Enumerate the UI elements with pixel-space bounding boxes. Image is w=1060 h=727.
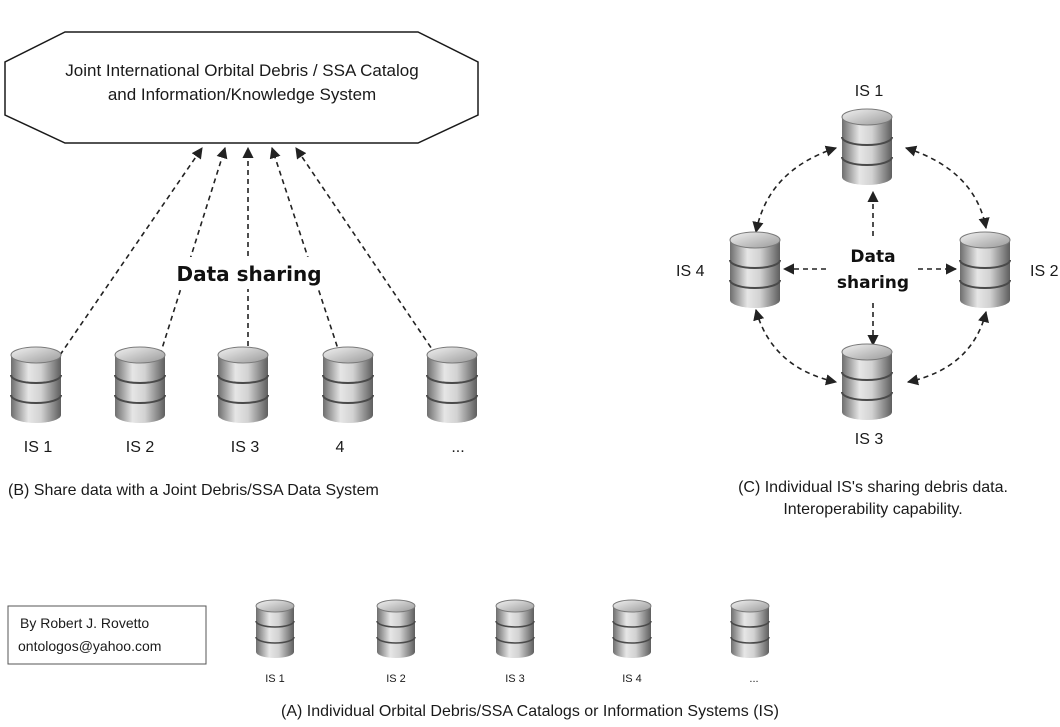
joint-system-title-line2: and Information/Knowledge System [108, 85, 376, 104]
panel-b-db-label-5: ... [451, 439, 464, 456]
panel-b-db-label-3: IS 3 [231, 439, 260, 456]
panel-c-db-4 [729, 231, 781, 309]
panel-c-ring-arrows [752, 145, 990, 386]
panel-c-center-arrows [782, 190, 958, 347]
joint-system-title-line1: Joint International Orbital Debris / SSA… [65, 61, 418, 80]
panel-c-caption-line2: Interoperability capability. [783, 501, 962, 518]
panel-b-db-label-4: 4 [336, 439, 345, 456]
author-box [7, 605, 207, 665]
panel-b-db-3 [217, 346, 269, 424]
panel-c-sharing-line2: sharing [837, 273, 909, 293]
panel-c-db-label-4: IS 4 [676, 263, 705, 280]
panel-c-db-label-1: IS 1 [855, 83, 884, 100]
panel-a-db-label-4: IS 4 [622, 673, 642, 685]
panel-c-db-label-3: IS 3 [855, 431, 884, 448]
author-name: By Robert J. Rovetto [20, 615, 149, 631]
panel-c-db-1 [841, 108, 893, 186]
panel-a-db-label-5: ... [749, 673, 758, 685]
panel-b-db-1 [10, 346, 62, 424]
panel-a-db-3 [495, 599, 535, 659]
panel-a-db-2 [376, 599, 416, 659]
panel-c-sharing-line1: Data [850, 247, 895, 267]
panel-a-db-label-1: IS 1 [265, 673, 285, 685]
panel-b-caption: (B) Share data with a Joint Debris/SSA D… [8, 482, 379, 499]
panel-a-caption: (A) Individual Orbital Debris/SSA Catalo… [281, 703, 779, 720]
panel-b-data-sharing-label: Data sharing [176, 262, 321, 286]
panel-c-db-3 [841, 343, 893, 421]
panel-a-db-1 [255, 599, 295, 659]
author-email: ontologos@yahoo.com [18, 638, 161, 654]
panel-a-db-label-3: IS 3 [505, 673, 525, 685]
panel-a-db-label-2: IS 2 [386, 673, 406, 685]
joint-system-octagon [4, 31, 479, 144]
panel-b-db-5 [426, 346, 478, 424]
panel-b-arrows [59, 146, 437, 356]
panel-a-db-4 [612, 599, 652, 659]
panel-c-db-label-2: IS 2 [1030, 263, 1059, 280]
panel-c-db-2 [959, 231, 1011, 309]
panel-b-db-4 [322, 346, 374, 424]
panel-b-db-2 [114, 346, 166, 424]
panel-a-db-5 [730, 599, 770, 659]
panel-b-db-label-2: IS 2 [126, 439, 155, 456]
panel-b-db-label-1: IS 1 [24, 439, 53, 456]
panel-c-caption-line1: (C) Individual IS's sharing debris data. [738, 479, 1008, 496]
